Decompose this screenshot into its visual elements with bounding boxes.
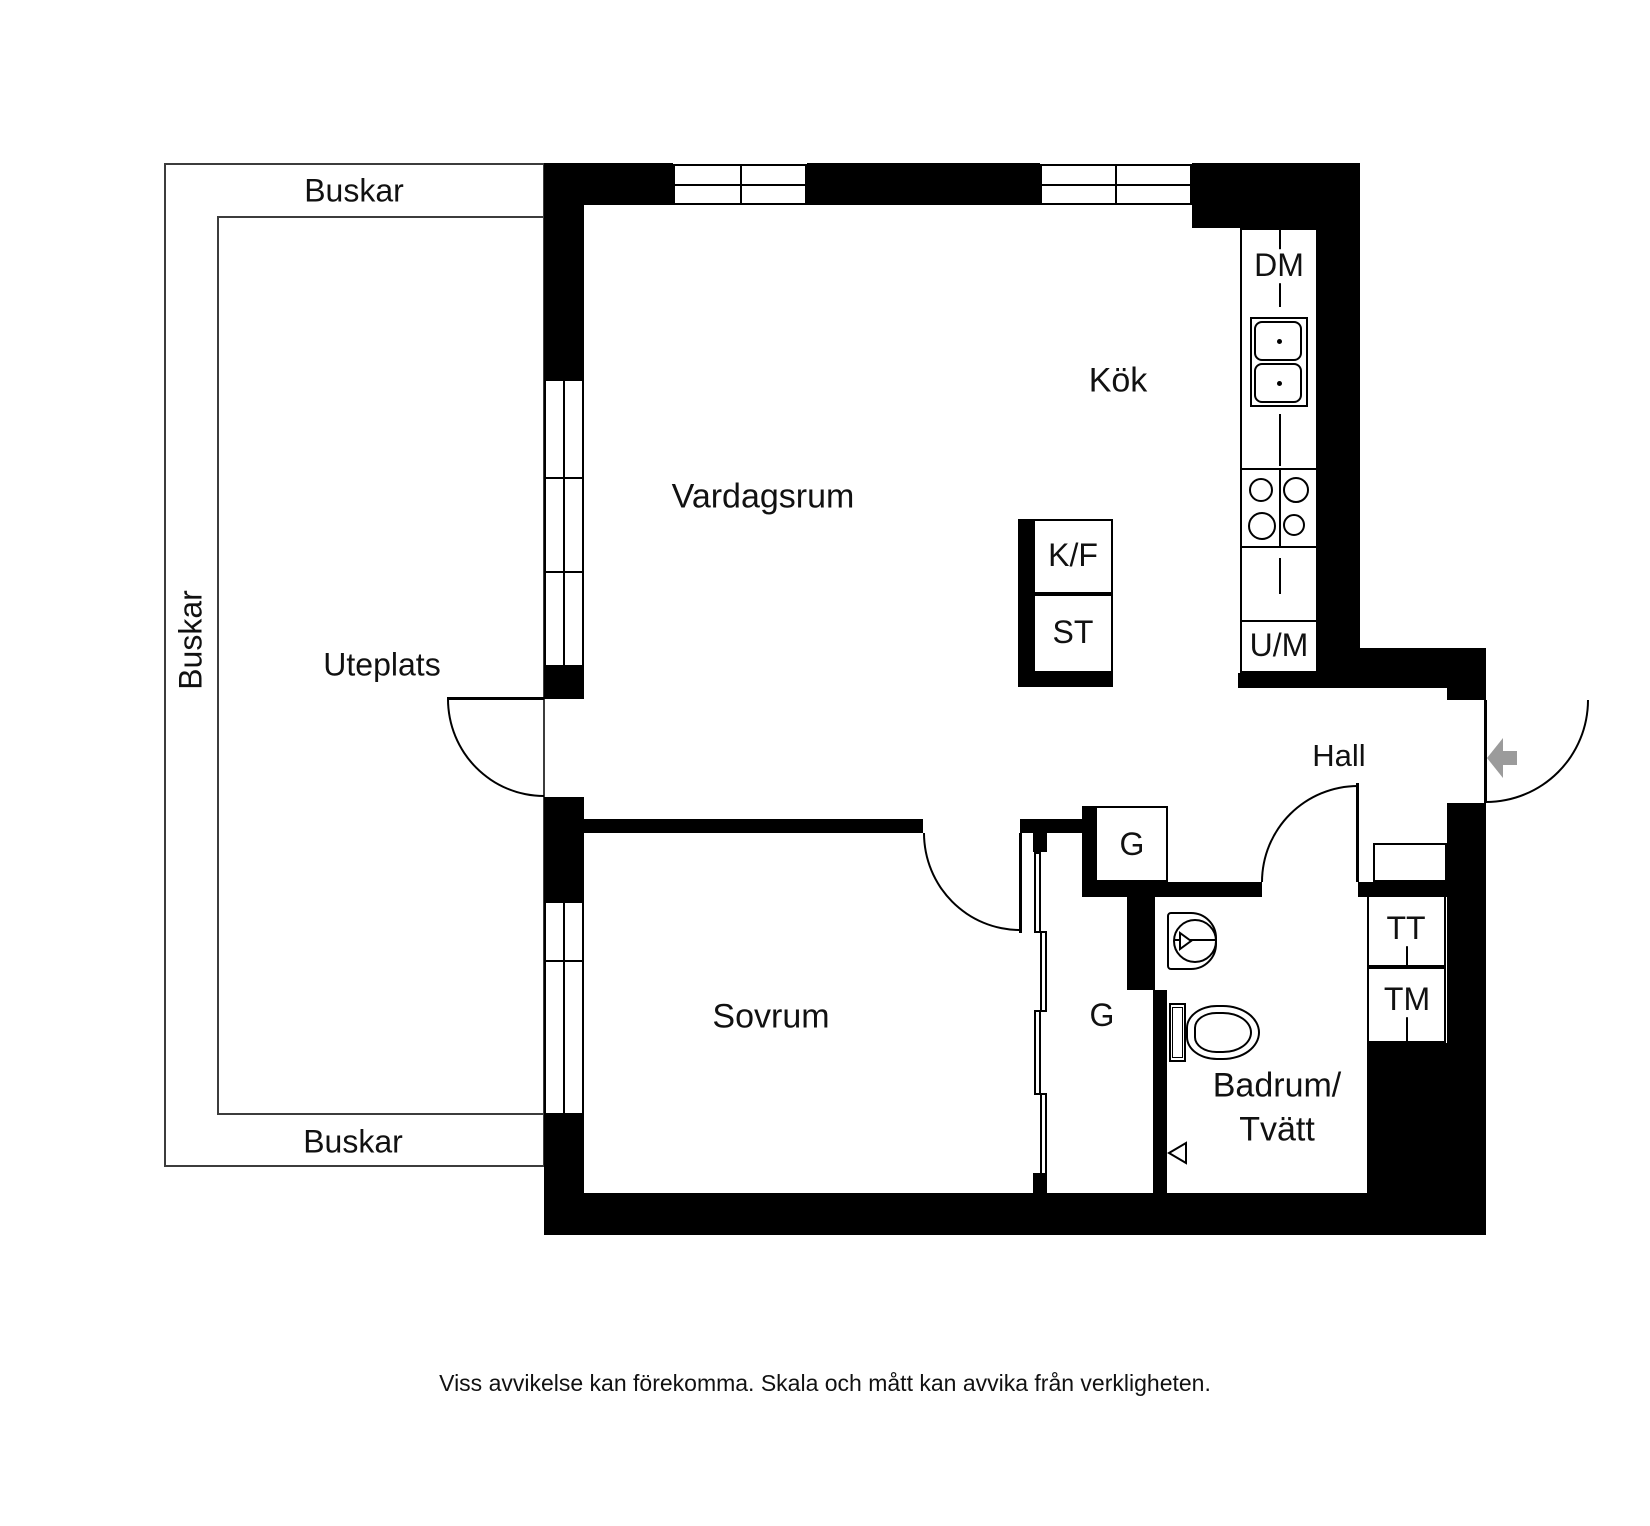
wall-hall-top [1318, 648, 1447, 688]
entrance-arrow-tail [1503, 751, 1517, 765]
label-hall: Hall [1312, 738, 1366, 773]
label-buskar-bottom: Buskar [303, 1123, 403, 1160]
wall-top-middle [807, 163, 1040, 205]
window-livingroom-left [544, 379, 584, 667]
wall-left-between-doors [544, 797, 584, 901]
sink-unit [1250, 317, 1308, 407]
counter-centerline-below-sink [1279, 414, 1281, 466]
entrance-arrow-icon [1487, 738, 1503, 778]
wall-left-stub-above-patio-door [544, 667, 584, 699]
label-dishwasher: DM [1251, 249, 1307, 283]
label-kok: Kök [1088, 361, 1148, 400]
wall-counter-bottom [1238, 673, 1318, 688]
label-oven-micro: U/M [1246, 629, 1312, 663]
counter-section-line [1242, 468, 1316, 470]
label-vardagsrum: Vardagsrum [671, 477, 855, 516]
wall-fridge-unit-bottom [1018, 673, 1113, 687]
label-cleaning-closet: ST [1049, 616, 1097, 650]
label-buskar-left: Buskar [172, 590, 209, 690]
label-sovrum: Sovrum [712, 997, 830, 1036]
wall-hall-closet-left [1082, 806, 1095, 897]
disclaimer-text: Viss avvikelse kan förekomma. Skala och … [439, 1370, 1211, 1396]
window-midline [675, 184, 805, 186]
bathroom-door-swing-arc [1261, 785, 1358, 882]
wall-bath-left-thick [1127, 895, 1155, 990]
label-fridge-freezer: K/F [1045, 539, 1101, 573]
stove-burner-icon [1248, 512, 1276, 540]
stove-burner-icon [1249, 478, 1273, 502]
wall-fridge-unit-left [1018, 519, 1033, 687]
window-livingroom-top-1 [673, 164, 807, 205]
wall-entry-top [1447, 648, 1486, 700]
wall-bath-right-block [1367, 1043, 1486, 1233]
label-dryer: TT [1383, 912, 1429, 946]
counter-centerline-below-stove [1279, 558, 1281, 594]
wall-bath-left-thin [1153, 990, 1167, 1195]
sliding-door-panel [1040, 931, 1047, 1012]
window-midline [563, 381, 565, 665]
washer-door-line [1406, 1013, 1408, 1041]
stove-burner-icon [1283, 477, 1309, 503]
toilet-tank-inner [1172, 1007, 1183, 1058]
label-uteplats: Uteplats [323, 646, 441, 683]
dryer-door-line [1406, 945, 1408, 965]
counter-section-line [1242, 546, 1316, 548]
sink-drain-dot [1277, 381, 1282, 386]
window-midline [1042, 184, 1190, 186]
kitchen-counter [1240, 228, 1318, 673]
wall-wardrobe-door-stub-top [1033, 833, 1047, 852]
washbasin-midline [1175, 939, 1215, 941]
patio-door-leaf [447, 697, 544, 700]
washbasin-bowl [1173, 919, 1217, 963]
label-washer: TM [1380, 983, 1434, 1017]
sliding-door-panel [1034, 852, 1041, 933]
window-kitchen-top [1040, 164, 1192, 205]
wall-left-upper [544, 163, 584, 379]
window-midline [563, 903, 565, 1113]
wall-sovrum-top-right [1020, 819, 1082, 833]
counter-centerline-stove [1279, 470, 1281, 546]
wall-sovrum-top [584, 819, 923, 833]
wall-wardrobe-door-stub-bottom [1033, 1173, 1047, 1195]
label-badrum-line2: Tvätt [1239, 1110, 1315, 1149]
sliding-door-panel [1034, 1010, 1041, 1095]
stove-burner-icon [1283, 514, 1305, 536]
basin-tap-icon [1179, 931, 1193, 951]
sovrum-door-leaf [1019, 833, 1022, 933]
wall-right [1318, 228, 1360, 648]
sliding-door-panel [1040, 1093, 1047, 1175]
sovrum-door-swing-arc [923, 833, 1020, 931]
label-badrum-line1: Badrum/ [1212, 1066, 1342, 1105]
toilet-bowl-inner [1194, 1012, 1252, 1053]
sink-basin-icon [1254, 321, 1302, 361]
hall-shelf [1373, 843, 1447, 882]
wall-right-of-bath-door [1358, 882, 1447, 897]
wall-bottom [544, 1193, 1486, 1235]
sink-drain-dot [1277, 339, 1282, 344]
counter-section-line [1242, 620, 1316, 622]
wall-hall-south [1082, 882, 1262, 897]
entrance-door-leaf [1484, 700, 1487, 803]
label-hall-closet: G [1116, 828, 1148, 862]
wall-right-below-entry [1447, 803, 1486, 1043]
label-buskar-top: Buskar [304, 172, 404, 209]
floor-drain-icon [1167, 1141, 1187, 1165]
window-sovrum-left [544, 901, 584, 1115]
wall-top-right-corner [1192, 163, 1360, 228]
label-wardrobe: G [1086, 999, 1118, 1033]
